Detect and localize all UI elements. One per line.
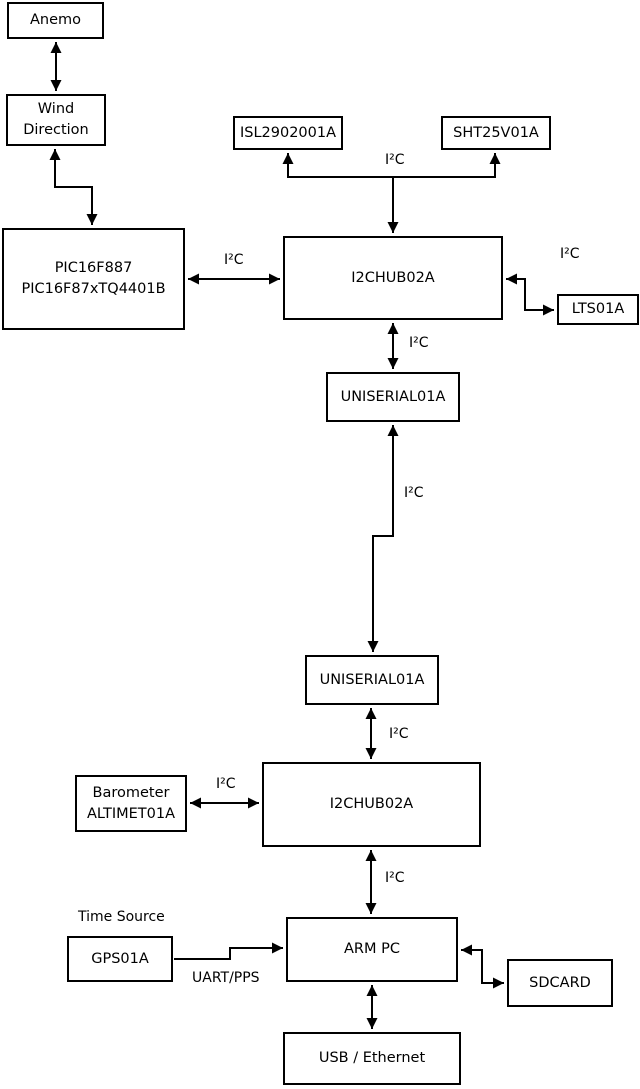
edge-label-i2c-uniserial-link: I²C	[404, 485, 424, 501]
edge-label-i2c-hub2-armpc: I²C	[385, 870, 405, 886]
node-gps01a: GPS01A	[67, 936, 173, 982]
edge-armpc-sdcard	[461, 944, 504, 989]
node-lts01a: LTS01A	[557, 294, 639, 325]
label-time-source: Time Source	[78, 909, 165, 925]
edge-label-i2c-sensor-bus: I²C	[385, 152, 405, 168]
edge-label-i2c-lts: I²C	[560, 246, 580, 262]
edge-gps-armpc	[174, 942, 283, 960]
edge-uniserial1-uniserial2	[367, 425, 399, 652]
node-sht25v01a: SHT25V01A	[441, 116, 551, 150]
node-isl2902001a: ISL2902001A	[233, 116, 343, 150]
node-i2chub02a-1: I2CHUB02A	[283, 236, 503, 320]
node-barometer-altimet01a: Barometer ALTIMET01A	[75, 775, 187, 832]
edge-label-i2c-pic-hub1: I²C	[224, 252, 244, 268]
node-i2chub02a-2: I2CHUB02A	[262, 762, 481, 847]
edge-label-uart-pps: UART/PPS	[192, 970, 260, 986]
edge-label-i2c-uniserial2-hub2: I²C	[389, 726, 409, 742]
edge-label-i2c-barometer: I²C	[216, 776, 236, 792]
edge-i2chub1-lts	[506, 273, 554, 316]
node-uniserial01a-1: UNISERIAL01A	[326, 372, 460, 422]
node-uniserial01a-2: UNISERIAL01A	[305, 655, 439, 705]
node-pic16f887: PIC16F887 PIC16F87xTQ4401B	[2, 228, 185, 330]
node-wind-direction: Wind Direction	[6, 94, 106, 146]
edge-wind-pic	[49, 149, 98, 225]
node-arm-pc: ARM PC	[286, 917, 458, 982]
edge-label-i2c-hub1-uniserial1: I²C	[409, 335, 429, 351]
node-usb-ethernet: USB / Ethernet	[283, 1032, 461, 1085]
node-sdcard: SDCARD	[507, 959, 613, 1007]
node-anemo: Anemo	[7, 2, 104, 39]
